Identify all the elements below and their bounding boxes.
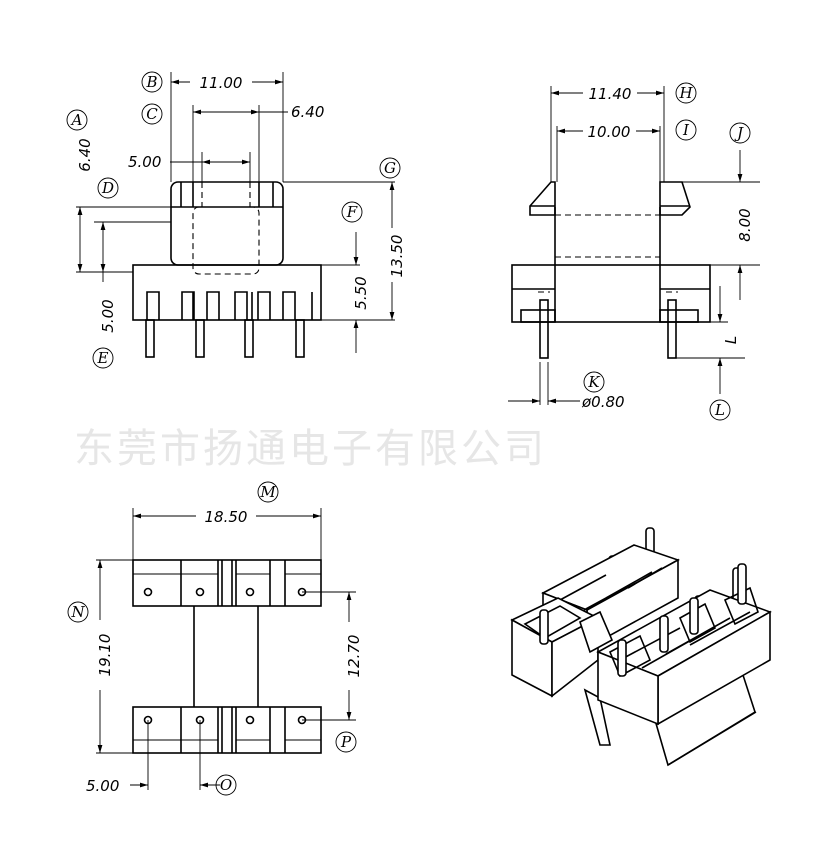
- dim-bottom-width: 18.50: [205, 508, 248, 526]
- label-b: B: [141, 71, 163, 93]
- bottom-view: 18.50 19.10 12.70 5.00 M N O P: [67, 481, 363, 796]
- iso-front-pins: [617, 563, 747, 677]
- label-l: L: [709, 399, 731, 421]
- svg-text:H: H: [678, 84, 693, 102]
- dim-front-base-height: 5.50: [352, 276, 370, 309]
- dim-bottom-pin-pitch: 5.00: [86, 777, 119, 795]
- bottom-bottom-row: [132, 706, 322, 754]
- label-p: P: [335, 731, 357, 753]
- svg-text:E: E: [97, 349, 109, 367]
- side-flange-right: [659, 181, 691, 216]
- svg-text:L: L: [714, 401, 725, 419]
- dim-side-outer: 11.40: [589, 85, 632, 103]
- bottom-pin-holes: [143, 587, 307, 725]
- svg-text:B: B: [145, 73, 157, 91]
- dim-bottom-height: 19.10: [96, 634, 114, 677]
- label-k: K: [583, 371, 605, 393]
- side-pin-right: [667, 299, 677, 359]
- dim-bottom-row-pitch: 12.70: [345, 635, 363, 678]
- front-pins: [145, 319, 305, 358]
- dim-front-pin-pitch: 5.00: [99, 299, 117, 332]
- side-pin-left: [539, 299, 549, 359]
- dim-front-width: 11.00: [200, 74, 243, 92]
- front-bobbin-body: [170, 181, 284, 266]
- dim-side-height: 8.00: [736, 208, 754, 241]
- svg-text:K: K: [587, 373, 600, 391]
- label-c: C: [141, 103, 163, 125]
- label-a: A: [66, 109, 88, 131]
- front-base-slots: [146, 291, 313, 320]
- bottom-top-row: [132, 559, 322, 607]
- dim-front-total-height: 13.50: [388, 235, 406, 278]
- label-i: I: [675, 119, 697, 141]
- front-hidden-core: [192, 206, 260, 275]
- svg-text:J: J: [734, 124, 744, 142]
- label-n: N: [67, 601, 89, 623]
- svg-text:F: F: [346, 203, 358, 221]
- label-m: M: [257, 481, 279, 503]
- svg-text:P: P: [340, 733, 352, 751]
- company-watermark: 东莞市扬通电子有限公司: [74, 426, 547, 472]
- svg-text:N: N: [70, 603, 85, 621]
- label-g: G: [379, 157, 401, 179]
- dim-side-pin-dia: ø0.80: [581, 393, 625, 411]
- front-view: 11.00 6.40 5.00 6.40 5.00 13.50 5.50 A B…: [66, 71, 406, 369]
- label-e: E: [92, 347, 114, 369]
- svg-text:D: D: [101, 179, 114, 197]
- svg-text:I: I: [682, 121, 690, 139]
- svg-text:G: G: [384, 159, 396, 177]
- svg-text:O: O: [220, 776, 232, 794]
- label-h: H: [675, 82, 697, 104]
- dim-side-pin-length: L: [722, 336, 740, 344]
- dim-side-inner: 10.00: [588, 123, 631, 141]
- label-o: O: [215, 774, 237, 796]
- svg-text:A: A: [70, 111, 83, 129]
- dim-front-slot: 5.00: [128, 153, 161, 171]
- side-flange-left: [529, 181, 556, 216]
- svg-text:M: M: [259, 483, 276, 501]
- dim-front-flange: 6.40: [76, 138, 94, 171]
- label-f: F: [341, 201, 363, 223]
- side-view: 11.40 10.00 8.00 L ø0.80 H I J K L: [508, 82, 760, 421]
- svg-text:C: C: [146, 105, 158, 123]
- isometric-view: [510, 527, 772, 767]
- label-j: J: [729, 122, 751, 144]
- dim-front-inner: 6.40: [291, 103, 324, 121]
- label-d: D: [97, 177, 119, 199]
- side-base: [511, 264, 711, 323]
